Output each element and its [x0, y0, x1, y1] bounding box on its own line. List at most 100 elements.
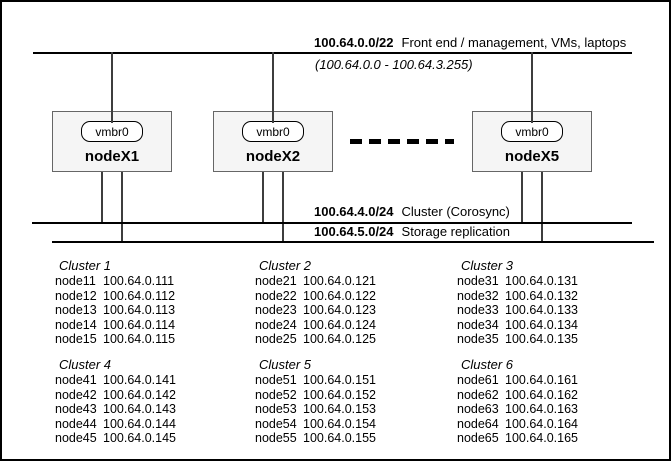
cluster-node-ip: 100.64.0.114 — [103, 317, 176, 332]
cluster-node-row: node64 100.64.0.164 — [457, 417, 647, 432]
omitted-nodes-ellipsis — [350, 139, 454, 144]
cluster-node-ip: 100.64.0.143 — [103, 402, 176, 416]
cluster-node-ip: 100.64.0.124 — [303, 317, 376, 332]
storage-network-label: 100.64.5.0/24 Storage replication — [314, 224, 510, 239]
cluster-node-ip: 100.64.0.115 — [103, 332, 176, 346]
cluster-node-row: node11 100.64.0.111 — [55, 274, 245, 289]
cluster-node-row: node22 100.64.0.122 — [255, 289, 445, 304]
cluster-node-ip: 100.64.0.145 — [103, 431, 176, 445]
node-title-nodex1: nodeX1 — [84, 148, 140, 165]
cluster-node-row: node63 100.64.0.163 — [457, 402, 647, 417]
cluster-node-ip: 100.64.0.162 — [505, 387, 578, 402]
mgmt-drop-nodex2 — [272, 52, 274, 123]
frontend-cidr: 100.64.0.0/22 — [314, 35, 394, 50]
cluster-node-hostname: node51 — [255, 373, 297, 387]
corosync-bus-line — [32, 222, 632, 224]
corosync-link-nodex5 — [521, 172, 523, 223]
cluster-node-hostname: node55 — [255, 431, 297, 445]
cluster-node-ip: 100.64.0.164 — [505, 416, 578, 431]
cluster-node-ip: 100.64.0.141 — [103, 373, 176, 387]
cluster-title: Cluster 2 — [259, 258, 312, 273]
cluster-node-row: node34 100.64.0.134 — [457, 318, 647, 333]
cluster-node-ip: 100.64.0.142 — [103, 387, 176, 402]
cluster-node-hostname: node53 — [255, 402, 297, 416]
cluster-node-hostname: node25 — [255, 332, 297, 346]
cluster-node-hostname: node33 — [457, 303, 499, 317]
cluster-node-row: node43 100.64.0.143 — [55, 402, 245, 417]
cluster-node-ip: 100.64.0.135 — [505, 332, 578, 346]
cluster-title: Cluster 5 — [259, 357, 312, 372]
storage-bus-line — [52, 241, 654, 243]
cluster-node-hostname: node62 — [457, 387, 499, 402]
frontend-description: Front end / management, VMs, laptops — [401, 35, 627, 50]
frontend-bus-line — [33, 52, 632, 54]
cluster-node-ip: 100.64.0.125 — [303, 332, 376, 346]
cluster-node-ip: 100.64.0.132 — [505, 288, 578, 303]
cluster-node-ip: 100.64.0.123 — [303, 303, 376, 317]
cluster-title: Cluster 1 — [59, 258, 112, 273]
node-title-nodex2: nodeX2 — [245, 148, 301, 165]
cluster-title: Cluster 4 — [59, 357, 112, 372]
cluster-node-ip: 100.64.0.134 — [505, 317, 578, 332]
cluster-node-row: node33 100.64.0.133 — [457, 303, 647, 318]
cluster-node-ip: 100.64.0.122 — [303, 288, 376, 303]
cluster-node-hostname: node44 — [55, 416, 97, 431]
cluster-node-hostname: node42 — [55, 387, 97, 402]
cluster-title: Cluster 6 — [461, 357, 514, 372]
cluster-title: Cluster 3 — [461, 258, 514, 273]
cluster-node-hostname: node24 — [255, 317, 297, 332]
storage-link-nodex1 — [121, 172, 123, 242]
cluster-node-ip: 100.64.0.153 — [303, 402, 376, 416]
cluster-node-hostname: node22 — [255, 288, 297, 303]
cluster-node-row: node25 100.64.0.125 — [255, 332, 445, 347]
cluster-node-hostname: node61 — [457, 373, 499, 387]
storage-cidr: 100.64.5.0/24 — [314, 224, 394, 239]
storage-description: Storage replication — [401, 224, 510, 239]
cluster-node-hostname: node11 — [55, 274, 96, 288]
cluster-node-ip: 100.64.0.131 — [505, 274, 578, 288]
cluster-node-ip: 100.64.0.165 — [505, 431, 578, 445]
cluster-node-ip: 100.64.0.121 — [303, 274, 376, 288]
cluster-node-ip: 100.64.0.144 — [103, 416, 176, 431]
cluster-node-ip: 100.64.0.161 — [505, 373, 578, 387]
frontend-range-label: (100.64.0.0 - 100.64.3.255) — [315, 57, 473, 72]
cluster-node-ip: 100.64.0.152 — [303, 387, 376, 402]
cluster-node-hostname: node34 — [457, 317, 499, 332]
cluster-node-row: node61 100.64.0.161 — [457, 373, 647, 388]
cluster-node-hostname: node63 — [457, 402, 499, 416]
cluster-node-row: node31 100.64.0.131 — [457, 274, 647, 289]
cluster-node-hostname: node65 — [457, 431, 499, 445]
corosync-link-nodex2 — [262, 172, 264, 223]
cluster-node-ip: 100.64.0.163 — [505, 402, 578, 416]
cluster-node-hostname: node64 — [457, 416, 499, 431]
bridge-pill-nodex5: vmbr0 — [501, 121, 563, 142]
frontend-network-label: 100.64.0.0/22 Front end / management, VMs… — [314, 35, 626, 50]
cluster-node-hostname: node31 — [457, 274, 499, 288]
cluster-node-hostname: node23 — [255, 303, 297, 317]
cluster-node-hostname: node12 — [55, 288, 97, 303]
cluster-node-hostname: node43 — [55, 402, 97, 416]
cluster-node-hostname: node15 — [55, 332, 97, 346]
corosync-description: Cluster (Corosync) — [401, 204, 510, 219]
cluster-node-hostname: node21 — [255, 274, 297, 288]
cluster-node-ip: 100.64.0.133 — [505, 303, 578, 317]
storage-link-nodex5 — [541, 172, 543, 242]
cluster-node-row: node15 100.64.0.115 — [55, 332, 245, 347]
cluster-node-ip: 100.64.0.111 — [103, 274, 175, 288]
cluster-node-row: node21 100.64.0.121 — [255, 274, 445, 289]
cluster-node-ip: 100.64.0.113 — [103, 303, 176, 317]
mgmt-drop-nodex1 — [111, 52, 113, 123]
